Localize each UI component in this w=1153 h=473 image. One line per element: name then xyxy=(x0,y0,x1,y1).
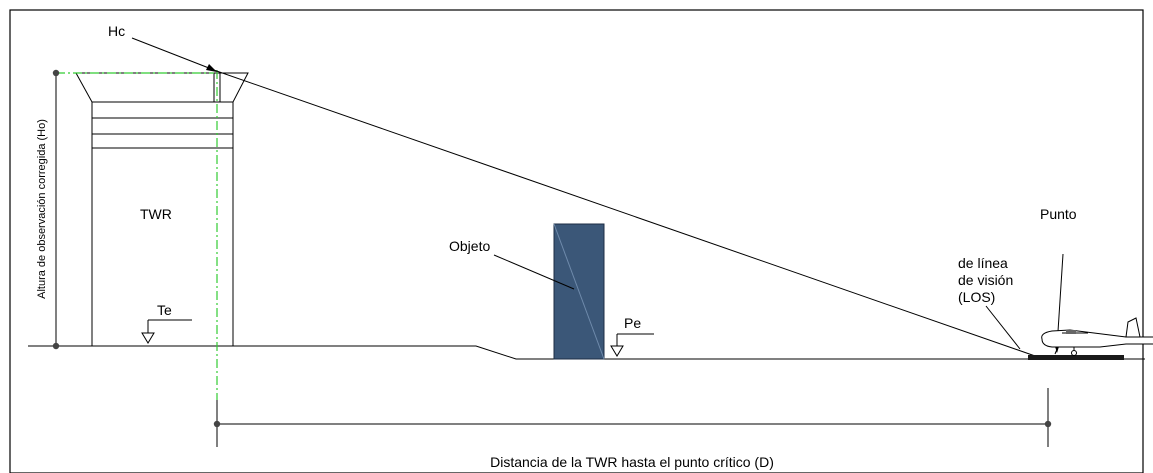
los-label-line2: de visión xyxy=(958,272,1013,288)
control-tower xyxy=(75,72,249,347)
distance-dimension xyxy=(213,388,1052,447)
line-of-sight xyxy=(207,67,1039,358)
te-label: Te xyxy=(157,302,172,318)
obstacle-diagonal xyxy=(553,223,605,360)
punto-label: Punto xyxy=(1040,206,1077,222)
ho-dimension xyxy=(52,69,60,350)
objeto-leader xyxy=(493,254,575,290)
hc-arrowhead xyxy=(206,64,217,72)
aircraft xyxy=(1028,317,1153,360)
los-label-line3: (LOS) xyxy=(958,289,995,305)
objeto-label: Objeto xyxy=(449,238,490,254)
diagram-frame xyxy=(9,9,1144,473)
los-leader xyxy=(985,305,1021,350)
hc-label: Hc xyxy=(108,23,125,39)
te-elevation-marker xyxy=(141,319,192,344)
hc-leader xyxy=(131,37,215,71)
pe-elevation-marker xyxy=(610,333,654,357)
los-label-line1: de línea xyxy=(958,255,1008,271)
distance-label: Distancia de la TWR hasta el punto críti… xyxy=(490,454,774,470)
ho-axis-label: Altura de observación corregida (Ho) xyxy=(36,119,48,299)
twr-label: TWR xyxy=(140,206,172,222)
ground-line xyxy=(28,345,1145,360)
pe-label: Pe xyxy=(624,315,641,331)
